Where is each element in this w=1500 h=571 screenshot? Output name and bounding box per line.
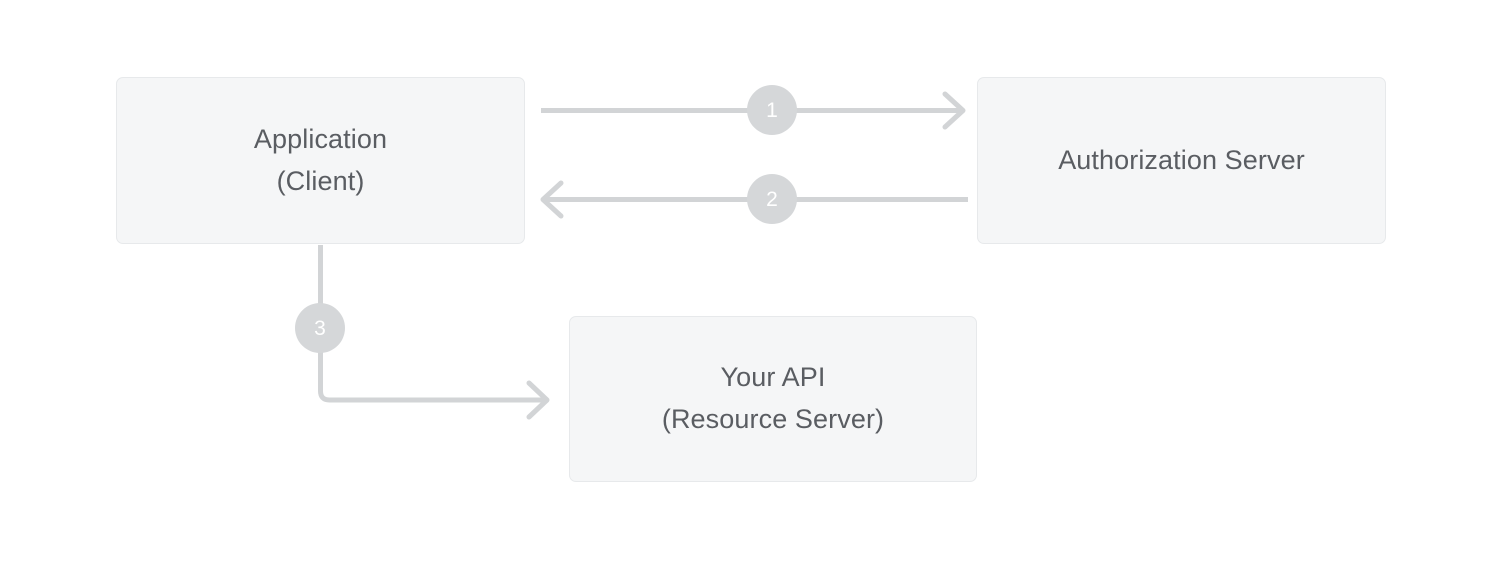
step-badge-1-number: 1 <box>766 98 778 122</box>
node-authorization-server: Authorization Server <box>977 77 1386 244</box>
connector-step-1-arrowhead <box>942 91 966 130</box>
connector-step-3-line <box>318 245 544 403</box>
connector-step-3 <box>318 245 550 420</box>
node-authorization-server-label: Authorization Server <box>1058 144 1305 175</box>
connector-step-2-arrowhead <box>540 180 564 219</box>
step-badge-1: 1 <box>747 85 797 135</box>
connector-step-3-arrowhead <box>526 380 550 420</box>
node-your-api-label: Your API (Resource Server) <box>661 362 885 434</box>
step-badge-2-number: 2 <box>766 187 778 211</box>
step-badge-3-number: 3 <box>314 316 326 340</box>
step-badge-2: 2 <box>747 174 797 224</box>
node-application-label: Application (Client) <box>253 123 388 196</box>
node-your-api: Your API (Resource Server) <box>569 316 977 482</box>
step-badge-3: 3 <box>295 303 345 353</box>
node-application: Application (Client) <box>116 77 525 244</box>
